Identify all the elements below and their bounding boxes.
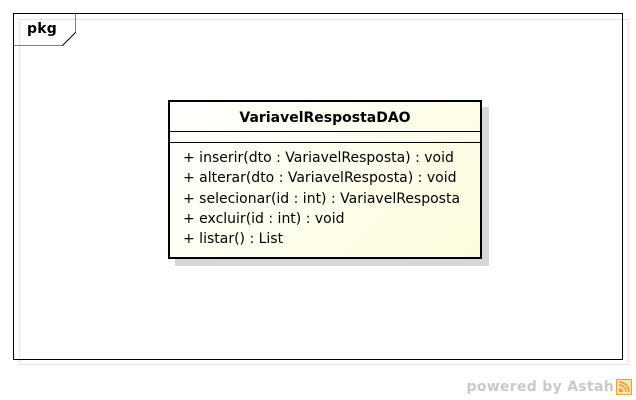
attributes-compartment bbox=[170, 132, 480, 143]
package-frame-shadow bbox=[19, 19, 629, 365]
operation: + listar() : List bbox=[183, 231, 284, 248]
package-tab-outline bbox=[14, 14, 76, 46]
astah-logo-icon bbox=[616, 379, 632, 395]
operations-compartment: + inserir(dto : VariavelResposta) : void… bbox=[170, 143, 480, 249]
class-box[interactable]: VariavelRespostaDAO + inserir(dto : Vari… bbox=[168, 100, 482, 259]
class-name: VariavelRespostaDAO bbox=[170, 102, 480, 132]
package-frame[interactable]: pkg bbox=[13, 13, 623, 360]
package-label: pkg bbox=[27, 21, 57, 37]
operation: + excluir(id : int) : void bbox=[183, 210, 345, 227]
watermark: powered by Astah bbox=[467, 379, 632, 395]
operation: + selecionar(id : int) : VariavelRespost… bbox=[183, 190, 461, 207]
package-tab: pkg bbox=[14, 14, 76, 46]
watermark-text: powered by Astah bbox=[466, 379, 614, 395]
operation: + alterar(dto : VariavelResposta) : void bbox=[183, 170, 457, 187]
operation: + inserir(dto : VariavelResposta) : void bbox=[183, 150, 454, 166]
